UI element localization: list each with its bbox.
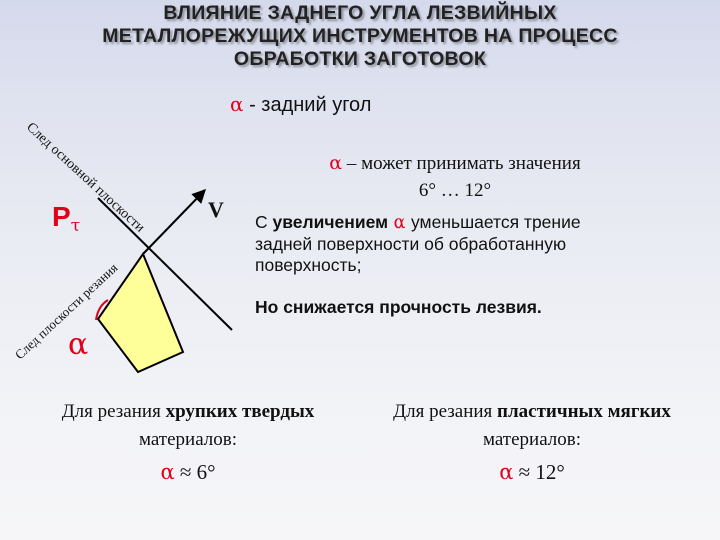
alpha-symbol: α — [230, 92, 244, 116]
plastic-alpha-value: α ≈ 12° — [362, 458, 702, 486]
increase-prefix: С — [255, 212, 273, 232]
brittle-alpha-value: α ≈ 6° — [18, 458, 358, 486]
brittle-value: ≈ 6° — [174, 460, 216, 484]
main-plane-line — [97, 197, 233, 331]
brittle-materials-label: материалов: — [138, 429, 238, 450]
alpha-values-paragraph: α – может принимать значения 6° … 12° — [255, 150, 655, 204]
alpha-definition-text: - задний угол — [243, 94, 372, 116]
brittle-bold: хрупких твердых — [165, 401, 315, 422]
strength-note: Но снижается прочность лезвия. — [255, 297, 542, 317]
title-line-1: ВЛИЯНИЕ ЗАДНЕГО УГЛА ЛЕЗВИЙНЫХ — [163, 2, 557, 24]
increase-text-3: поверхность; — [255, 255, 362, 275]
plastic-bold: пластичных мягких — [497, 401, 671, 422]
alpha-values-text: – может принимать значения — [342, 153, 581, 174]
alpha-symbol: α — [160, 460, 175, 484]
plastic-materials-block: Для резания пластичных мягких материалов… — [362, 398, 702, 486]
title-line-3: ОБРАБОТКИ ЗАГОТОВОК — [233, 48, 487, 70]
main-plane-label: След основной плоскости — [23, 120, 147, 236]
alpha-symbol: α — [388, 213, 411, 233]
alpha-definition: α - задний угол — [230, 92, 371, 117]
velocity-arrow — [142, 188, 206, 255]
blade-shape — [96, 251, 185, 374]
alpha-symbol: α — [499, 460, 514, 484]
brittle-materials-block: Для резания хрупких твердых материалов: … — [18, 398, 358, 486]
plastic-materials-label: материалов: — [482, 429, 582, 450]
slide-title: ВЛИЯНИЕ ЗАДНЕГО УГЛА ЛЕЗВИЙНЫХ МЕТАЛЛОРЕ… — [0, 2, 720, 71]
increase-text-1: уменьшается трение — [411, 212, 581, 232]
increase-text-2: задней поверхности об обработанную — [255, 234, 567, 254]
increase-effect-paragraph: С увеличением α уменьшается трение задне… — [255, 212, 675, 276]
alpha-range: 6° … 12° — [418, 180, 492, 201]
alpha-angle-label: α — [68, 327, 88, 362]
brittle-prefix: Для резания — [61, 401, 166, 422]
alpha-angle-arc — [95, 299, 109, 321]
increase-bold: увеличением — [272, 212, 389, 232]
p-tau-label: Pτ — [52, 201, 80, 236]
title-line-2: МЕТАЛЛОРЕЖУЩИХ ИНСТРУМЕНТОВ НА ПРОЦЕСС — [102, 25, 618, 47]
plastic-prefix: Для резания — [393, 401, 498, 422]
plastic-value: ≈ 12° — [513, 460, 565, 484]
alpha-symbol: α — [329, 152, 343, 174]
velocity-label: V — [208, 197, 224, 222]
